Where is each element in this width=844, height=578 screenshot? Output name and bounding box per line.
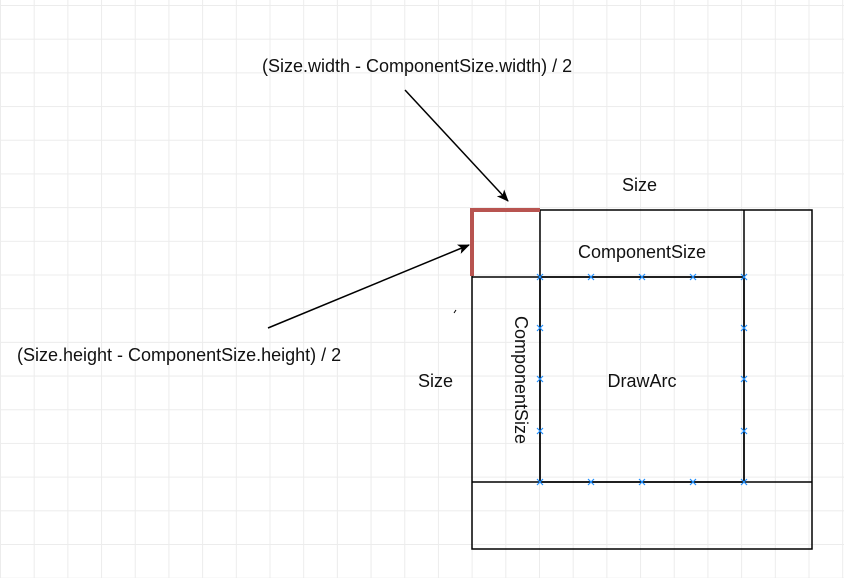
stray-mark [453, 309, 457, 314]
size-top-label[interactable]: Size [622, 175, 657, 195]
width-offset-arrow[interactable] [404, 89, 509, 202]
selection-handle-icon[interactable] [689, 273, 697, 281]
selection-handle-icon[interactable] [536, 478, 544, 486]
selection-handle-icon[interactable] [536, 427, 544, 435]
selection-handle-icon[interactable] [638, 478, 646, 486]
offset-highlight[interactable] [470, 208, 540, 276]
selection-handle-icon[interactable] [689, 478, 697, 486]
selection-handle-icon[interactable] [587, 273, 595, 281]
component-size-top-label[interactable]: ComponentSize [578, 242, 706, 262]
selection-handle-icon[interactable] [740, 375, 748, 383]
selection-handles [536, 273, 748, 486]
selection-handle-icon[interactable] [587, 478, 595, 486]
size-left-label[interactable]: Size [418, 371, 453, 391]
selection-handle-icon[interactable] [740, 324, 748, 332]
height-offset-label[interactable]: (Size.height - ComponentSize.height) / 2 [17, 345, 341, 365]
selection-handle-icon[interactable] [740, 273, 748, 281]
draw-arc-label[interactable]: DrawArc [607, 371, 676, 391]
selection-handle-icon[interactable] [536, 324, 544, 332]
selection-handle-icon[interactable] [536, 273, 544, 281]
selection-handle-icon[interactable] [740, 478, 748, 486]
selection-handle-icon[interactable] [536, 375, 544, 383]
width-offset-label[interactable]: (Size.width - ComponentSize.width) / 2 [262, 56, 572, 76]
selection-handle-icon[interactable] [638, 273, 646, 281]
selection-handle-icon[interactable] [740, 427, 748, 435]
outer-size-box[interactable] [471, 209, 813, 550]
height-offset-arrow[interactable] [267, 244, 470, 329]
component-size-left-label[interactable]: ComponentSize [511, 316, 531, 444]
